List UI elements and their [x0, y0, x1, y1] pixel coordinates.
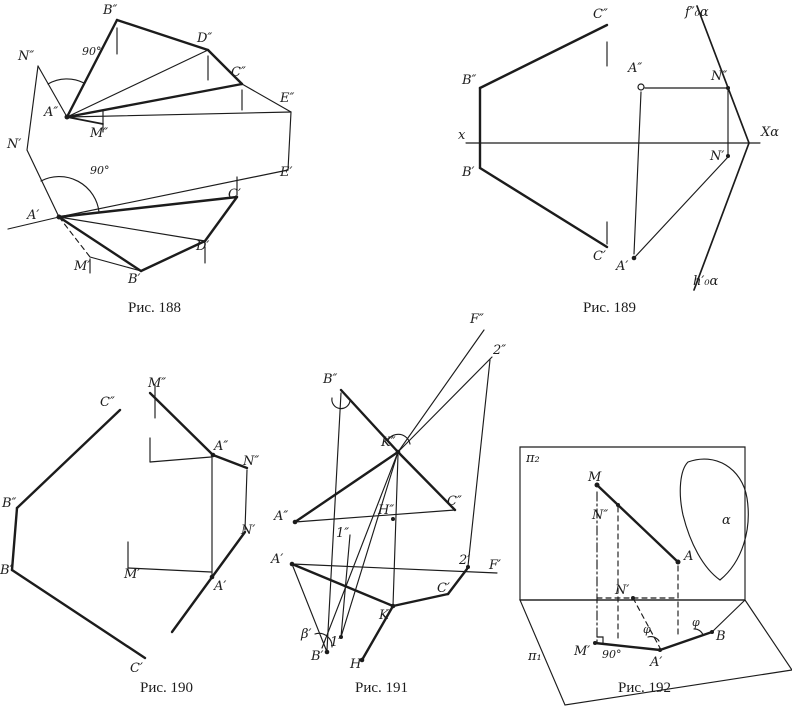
fig189-label-B2: B″ — [461, 73, 477, 88]
fig192-caption: Рис. 192 — [618, 680, 671, 696]
fig192-label-alpha: α — [722, 513, 731, 528]
fig192-label-pi1: π₁ — [527, 649, 542, 664]
fig189-label-Xa: Xα — [760, 125, 779, 140]
fig192-label-B: B — [715, 629, 726, 644]
figure-192: π₂ M N″ α A N′ φ φ 90° M′ A′ B π₁ Рис. 1… — [519, 446, 792, 706]
fig190-label-A2: A″ — [213, 439, 228, 454]
fig188-label-C2: C″ — [231, 65, 246, 80]
fig192-drawing — [519, 446, 792, 706]
fig188-label-N2: N″ — [17, 49, 34, 64]
fig190-label-A1: A′ — [213, 579, 226, 594]
fig191-label-2pp: 2″ — [492, 343, 506, 358]
fig188-label-B2: B″ — [102, 3, 118, 18]
fig192-label-M: M — [587, 470, 602, 485]
fig191-label-B1: B′ — [310, 649, 324, 664]
figure-190: M″ C″ A″ N″ B″ N′ B′ M′ A′ C′ Рис. 190 — [0, 376, 259, 696]
fig188-label-N1: N′ — [6, 137, 21, 152]
fig192-label-M1: M′ — [573, 644, 590, 659]
fig189-label-x-axis: x — [458, 128, 466, 143]
fig188-label-A2: A″ — [43, 105, 58, 120]
fig192-label-A1: A′ — [649, 655, 662, 670]
fig190-label-B1: B′ — [0, 563, 13, 578]
fig191-label-K1: K′ — [378, 608, 392, 623]
fig191-label-A1: A′ — [270, 552, 283, 567]
fig189-label-A2: A″ — [627, 61, 642, 76]
fig190-drawing — [10, 384, 249, 660]
fig191-label-H2: H″ — [377, 503, 394, 518]
fig190-label-M2: M″ — [147, 376, 166, 391]
fig188-label-A1: A′ — [26, 208, 39, 223]
fig188-label-C1: C′ — [228, 187, 241, 202]
fig189-label-A1: A′ — [615, 259, 628, 274]
fig190-label-C1: C′ — [130, 661, 143, 676]
fig189-label-f-trace: f″₀α — [684, 5, 709, 20]
fig188-label-B1: B′ — [127, 272, 141, 287]
fig190-label-M1: M′ — [123, 567, 140, 582]
fig190-caption: Рис. 190 — [140, 680, 193, 696]
fig191-label-1pp: 1″ — [336, 526, 349, 541]
fig189-label-C1: C′ — [593, 249, 606, 264]
fig191-label-C2: C″ — [447, 494, 462, 509]
fig192-label-phi2: φ — [692, 616, 700, 629]
fig192-label-N2: N″ — [591, 508, 608, 523]
fig188-label-M1: M′ — [73, 259, 90, 274]
fig188-label-angle-bottom: 90° — [90, 164, 110, 177]
fig188-drawing — [7, 18, 292, 274]
fig188-label-D1: D′ — [195, 239, 209, 254]
fig191-label-C1: C′ — [437, 581, 450, 596]
fig188-label-M2: M″ — [89, 126, 108, 141]
fig188-label-E2: E″ — [279, 91, 294, 106]
fig189-label-B1: B′ — [461, 165, 475, 180]
fig191-label-2p: 2′ — [458, 553, 470, 568]
figure-188: B″ D″ N″ 90° C″ E″ A″ M″ N′ 90° E′ C′ A′… — [6, 3, 294, 316]
fig191-label-F2: F″ — [469, 312, 484, 327]
fig188-label-E1: E′ — [279, 165, 292, 180]
fig189-label-N1: N′ — [709, 149, 724, 164]
fig192-label-N1: N′ — [614, 583, 629, 598]
fig192-label-phi1: φ — [643, 623, 651, 636]
fig192-label-A: A — [683, 549, 693, 564]
fig188-label-angle-top: 90° — [82, 45, 102, 58]
fig191-label-K2: K″ — [380, 435, 396, 450]
fig190-label-B2: B″ — [1, 496, 17, 511]
fig190-label-C2: C″ — [100, 395, 115, 410]
fig192-label-90deg: 90° — [602, 648, 622, 661]
fig192-label-pi2: π₂ — [525, 451, 540, 466]
fig191-label-A2: A″ — [273, 509, 288, 524]
fig188-label-D2: D″ — [196, 31, 212, 46]
figure-191: F″ 2″ B″ K″ A″ H″ C″ 1″ A′ 2′ F′ C′ K′ β… — [270, 312, 506, 696]
fig190-label-N2: N″ — [242, 454, 259, 469]
fig189-caption: Рис. 189 — [583, 300, 636, 316]
fig188-caption: Рис. 188 — [128, 300, 181, 316]
fig189-label-C2: C″ — [593, 7, 608, 22]
fig189-label-N2: N″ — [710, 69, 727, 84]
fig191-label-beta: β′ — [300, 627, 312, 642]
fig191-caption: Рис. 191 — [355, 680, 408, 696]
figure-189: C″ f″₀α B″ A″ N″ x Xα N′ B′ C′ A′ h′₀α Р… — [458, 5, 779, 316]
fig191-label-H1: H′ — [349, 657, 364, 672]
fig191-label-F1: F′ — [488, 558, 501, 573]
fig191-label-B2: B″ — [322, 372, 338, 387]
fig190-label-N1: N′ — [240, 523, 255, 538]
fig191-label-1p: 1′ — [330, 635, 341, 650]
fig189-label-h-trace: h′₀α — [693, 274, 719, 289]
fig189-drawing — [465, 5, 761, 291]
fig191-drawing — [289, 329, 498, 663]
